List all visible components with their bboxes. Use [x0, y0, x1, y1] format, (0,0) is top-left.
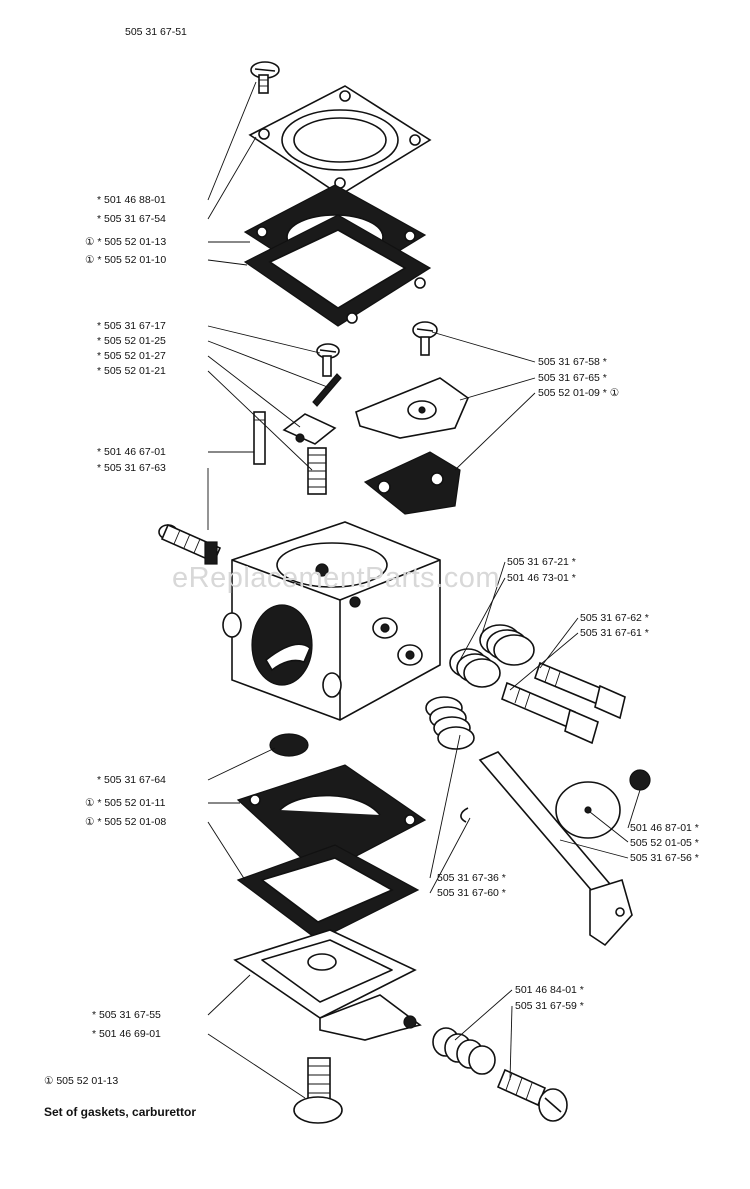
pump-cover [248, 85, 432, 196]
footer-note: Set of gaskets, carburettor [44, 1105, 197, 1119]
bottom-cover [233, 929, 422, 1041]
part-label: * 505 31 67-17 [97, 320, 166, 332]
part-label: ① * 505 52 01-10 [85, 254, 167, 266]
leader-lines [207, 81, 641, 1099]
part-label: 501 46 87-01 * [630, 822, 699, 834]
carburettor-body [222, 521, 441, 721]
part-label: 505 31 67-65 * [538, 372, 607, 384]
part-label: * 501 46 69-01 [92, 1028, 161, 1040]
idle-screw [158, 523, 222, 565]
part-label: * 505 31 67-64 [97, 774, 166, 786]
part-label: 505 52 01-05 * [630, 837, 699, 849]
part-label: 501 46 84-01 * [515, 984, 584, 996]
part-label: 505 31 67-62 * [580, 612, 649, 624]
part-label: 505 31 67-36 * [437, 872, 506, 884]
part-label: ① * 505 52 01-08 [85, 816, 167, 828]
needle-valve-parts [253, 343, 342, 495]
watermark: eReplacementParts.com [172, 562, 501, 594]
part-label: 505 31 67-61 * [580, 627, 649, 639]
lower-round-gasket [269, 733, 309, 757]
cover-screw [250, 61, 280, 94]
part-label: 505 31 67-60 * [437, 887, 506, 899]
metering-diaphragm [236, 764, 427, 876]
adjuster-springs [449, 624, 535, 688]
part-label: * 501 46 67-01 [97, 446, 166, 458]
part-label: 505 31 67-58 * [538, 356, 607, 368]
part-label: ① * 505 52 01-11 [85, 797, 166, 809]
part-label: 505 31 67-21 * [507, 556, 576, 568]
part-label: 505 31 67-59 * [515, 1000, 584, 1012]
bottom-screw [293, 1057, 343, 1124]
part-label: * 505 52 01-21 [97, 365, 166, 377]
bottom-right-spring-screw [432, 1027, 568, 1122]
adjuster-needles [501, 661, 626, 745]
part-label: * 505 31 67-63 [97, 462, 166, 474]
part-label: * 505 52 01-27 [97, 350, 166, 362]
part-label: * 501 46 88-01 [97, 194, 166, 206]
metering-cover-parts [355, 321, 469, 515]
part-label: * 505 31 67-55 [92, 1009, 161, 1021]
part-label: 505 31 67-56 * [630, 852, 699, 864]
diagram-title: 505 31 67-51 [125, 26, 187, 38]
part-label: * 505 52 01-25 [97, 335, 166, 347]
footer-reference: ① 505 52 01-13 [44, 1075, 119, 1087]
throttle-parts [425, 696, 651, 947]
pump-gasket [243, 214, 432, 327]
part-label: * 505 31 67-54 [97, 213, 166, 225]
part-label: 501 46 73-01 * [507, 572, 576, 584]
part-label: 505 52 01-09 * ① [538, 387, 620, 399]
part-label: ① * 505 52 01-13 [85, 236, 167, 248]
metering-gasket [236, 844, 420, 941]
